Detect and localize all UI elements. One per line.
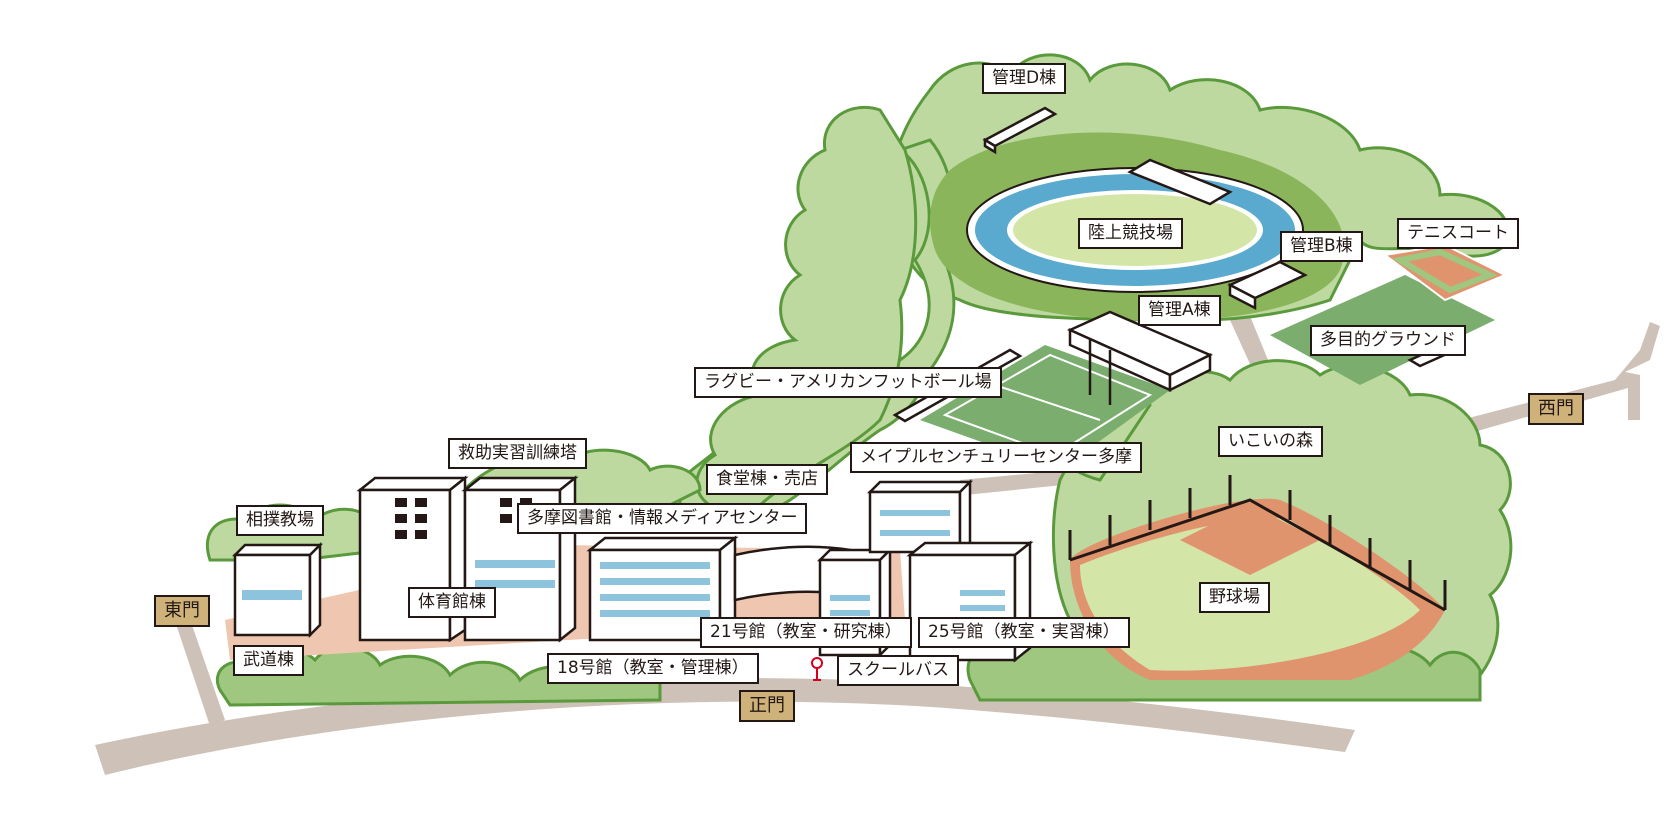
baseball-fence bbox=[1068, 475, 1447, 610]
west-gate-label[interactable]: 西門 bbox=[1528, 393, 1584, 425]
path-to-admin-a bbox=[1230, 316, 1268, 364]
label-multi-ground[interactable]: 多目的グラウンド bbox=[1310, 325, 1466, 356]
label-admin-a[interactable]: 管理A棟 bbox=[1138, 295, 1221, 326]
label-maple-center[interactable]: メイプルセンチュリーセンター多摩 bbox=[850, 442, 1142, 473]
label-admin-d[interactable]: 管理D棟 bbox=[982, 63, 1067, 94]
west-forest-column bbox=[695, 105, 918, 512]
map-pin-icon bbox=[811, 657, 823, 681]
label-rescue-tower[interactable]: 救助実習訓練塔 bbox=[448, 438, 587, 469]
label-track-field[interactable]: 陸上競技場 bbox=[1078, 218, 1183, 249]
label-school-bus[interactable]: スクールバス bbox=[837, 655, 959, 686]
label-library[interactable]: 多摩図書館・情報メディアセンター bbox=[517, 503, 808, 534]
label-bldg25[interactable]: 25号館（教室・実習棟） bbox=[918, 617, 1130, 648]
label-budo[interactable]: 武道棟 bbox=[233, 645, 304, 676]
label-admin-b[interactable]: 管理B棟 bbox=[1280, 231, 1363, 262]
label-ikoi-forest[interactable]: いこいの森 bbox=[1218, 426, 1323, 457]
building-library bbox=[586, 535, 739, 643]
label-gym[interactable]: 体育館棟 bbox=[408, 587, 496, 618]
rugby-field bbox=[920, 345, 1170, 470]
label-bldg18[interactable]: 18号館（教室・管理棟） bbox=[547, 653, 759, 684]
building-admin-b bbox=[1227, 260, 1308, 311]
east-gate-road bbox=[172, 605, 225, 726]
building-maple-center bbox=[866, 478, 974, 556]
building-admin-d bbox=[982, 106, 1058, 155]
label-rugby[interactable]: ラグビー・アメリカンフットボール場 bbox=[694, 367, 1002, 398]
building-budo bbox=[231, 541, 324, 639]
label-tennis[interactable]: テニスコート bbox=[1397, 218, 1519, 249]
building-admin-a bbox=[1066, 310, 1213, 405]
main-gate-label[interactable]: 正門 bbox=[739, 690, 795, 722]
bleachers bbox=[1127, 158, 1233, 206]
label-cafeteria[interactable]: 食堂棟・売店 bbox=[706, 464, 828, 495]
east-gate-label[interactable]: 東門 bbox=[154, 595, 210, 627]
label-baseball[interactable]: 野球場 bbox=[1199, 582, 1270, 613]
label-bldg21[interactable]: 21号館（教室・研究棟） bbox=[700, 617, 912, 648]
building-gym bbox=[356, 475, 469, 643]
label-sumo[interactable]: 相撲教場 bbox=[236, 505, 324, 536]
